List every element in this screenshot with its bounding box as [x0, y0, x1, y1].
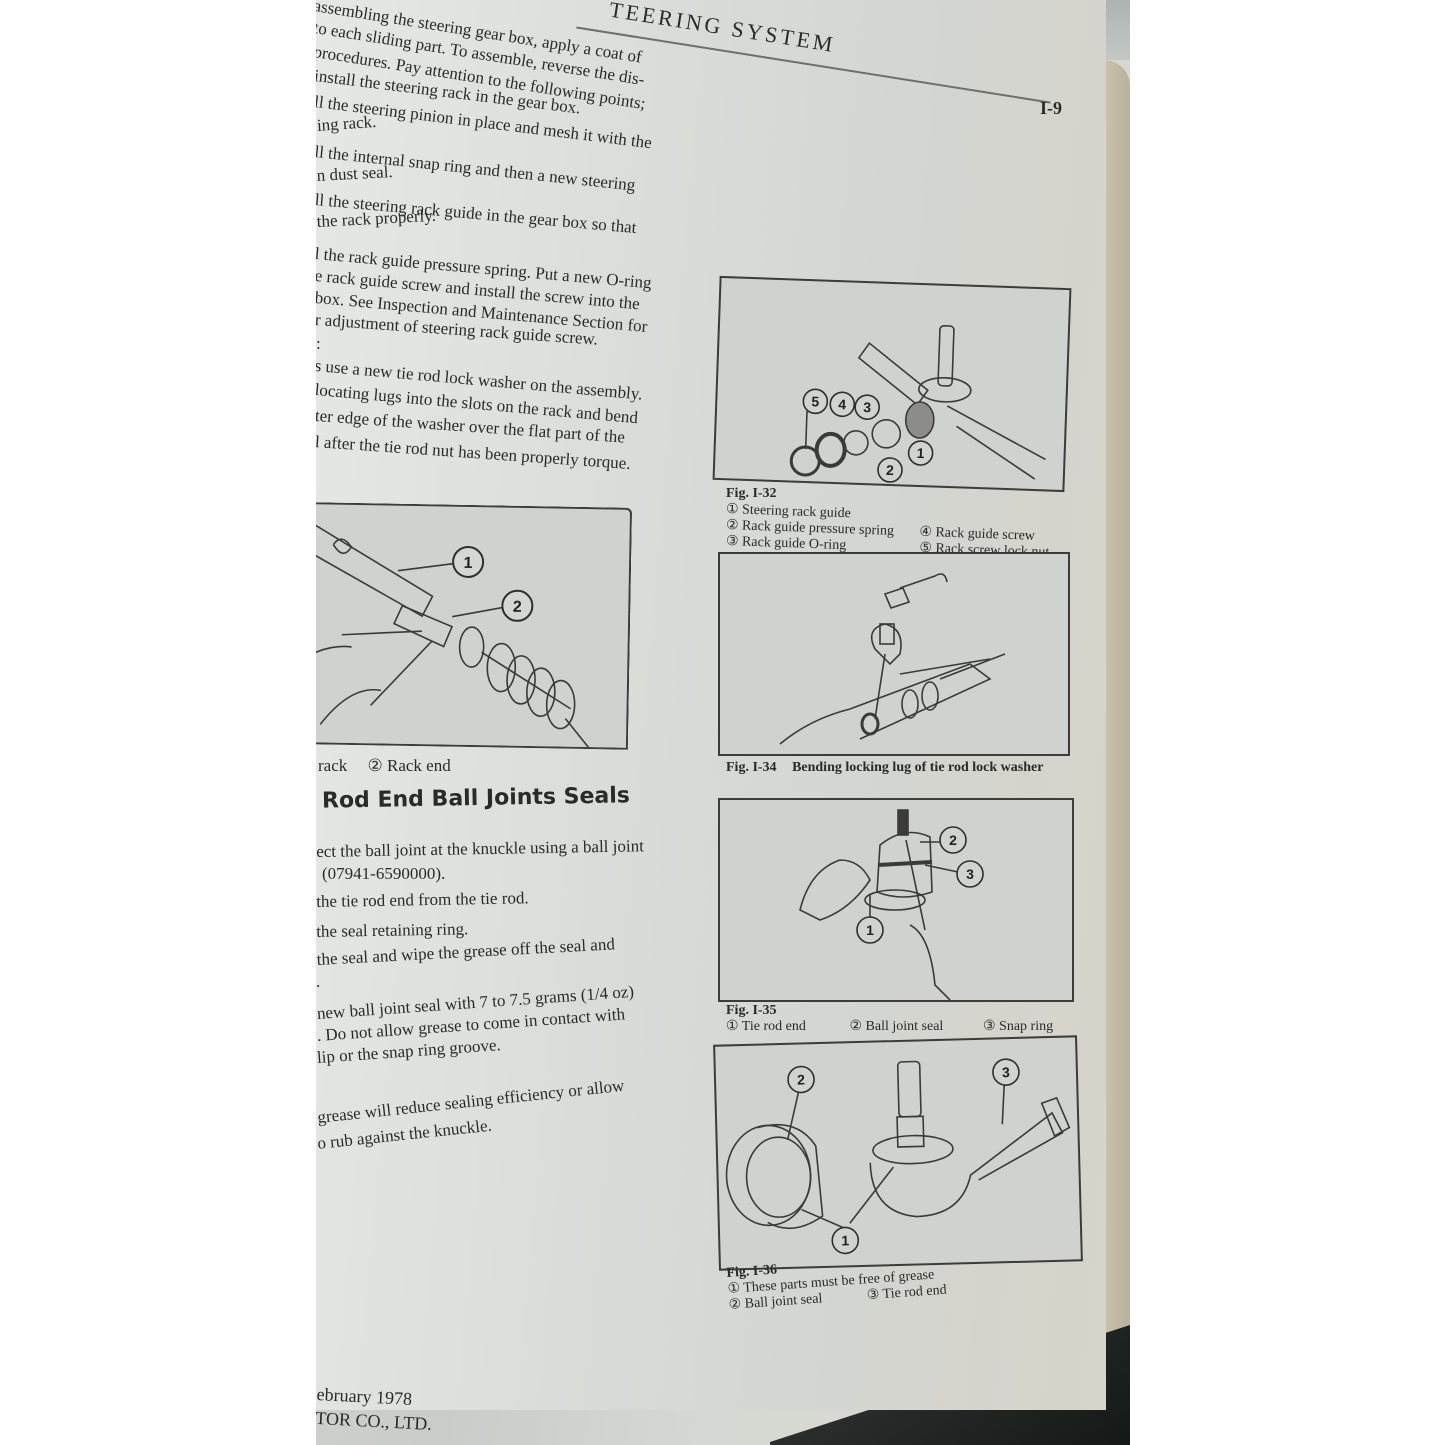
figure-rack-end: 1 2 [316, 502, 633, 750]
figure-I-36: 1 2 3 [713, 1035, 1083, 1271]
rack-guide-exploded-illustration: 5 4 3 2 1 [789, 324, 1046, 483]
figure-title: Bending locking lug of tie rod lock wash… [792, 760, 1044, 775]
figure-I-35: 1 2 3 [718, 798, 1074, 1002]
svg-text:3: 3 [863, 399, 872, 415]
svg-text:3: 3 [1002, 1064, 1010, 1080]
svg-text:2: 2 [797, 1071, 805, 1087]
step-line: the tie rod end from the tie rod. [316, 888, 529, 911]
figure-id: Fig. I-35 [726, 1003, 777, 1018]
page-stack-edge [1104, 60, 1130, 1440]
figure-I-32: 5 4 3 2 1 [712, 275, 1072, 493]
section-heading: Rod End Ball Joints Seals [321, 783, 631, 814]
legend-item: ③ Snap ring [983, 1019, 1054, 1034]
text-line: n dust seal. [316, 162, 394, 185]
figure-I-34 [718, 552, 1070, 756]
svg-text:3: 3 [966, 866, 974, 882]
step-line: . [316, 972, 321, 991]
svg-text:2: 2 [949, 832, 957, 848]
svg-text:5: 5 [811, 393, 820, 409]
svg-text:2: 2 [513, 599, 522, 616]
figure-I-35-caption: Fig. I-35 ① Tie rod end ② Ball joint sea… [726, 1003, 1053, 1035]
caption-item-2: ② Rack end [367, 756, 451, 775]
svg-text:4: 4 [838, 396, 847, 412]
ball-joint-seal-removal-illustration: 1 2 3 [799, 809, 984, 1000]
running-header: TEERING SYSTEM [576, 0, 1084, 156]
text-line: : [316, 334, 321, 353]
figure-id: Fig. I-32 [726, 486, 777, 501]
figure-I-34-caption: Fig. I-34 Bending locking lug of tie rod… [726, 760, 1043, 776]
svg-text:1: 1 [463, 555, 472, 572]
figure-id: Fig. I-34 [726, 760, 777, 775]
svg-text:1: 1 [841, 1232, 849, 1248]
page-footer: ebruary 1978 TOR CO., LTD. [316, 1382, 434, 1436]
svg-text:2: 2 [886, 462, 895, 478]
step-line: (07941-6590000). [322, 864, 446, 883]
caption-item-1: rack [318, 756, 348, 775]
tie-rod-end-and-seal-illustration: 1 2 3 [725, 1058, 1071, 1255]
text-line: the rack properly. [316, 205, 437, 231]
rack-end-illustration: 1 2 [316, 523, 591, 748]
footer-publisher: TOR CO., LTD. [316, 1407, 433, 1435]
svg-text:1: 1 [866, 922, 874, 938]
figure-caption: rack ② Rack end [318, 756, 451, 775]
bending-lock-washer-illustration [779, 573, 1006, 745]
legend-item: ② Ball joint seal [849, 1019, 944, 1034]
manual-page: TEERING SYSTEM I-9 assembling the steeri… [316, 0, 1106, 1434]
figure-I-32-caption: Fig. I-32 ① Steering rack guide ② Rack g… [726, 486, 1050, 560]
legend-item: ① Tie rod end [726, 1019, 806, 1034]
page-number: I-9 [1040, 98, 1062, 118]
text-line: ing rack. [316, 111, 377, 135]
manual-page-photo: TEERING SYSTEM I-9 assembling the steeri… [316, 0, 1130, 1445]
svg-text:1: 1 [916, 445, 925, 461]
